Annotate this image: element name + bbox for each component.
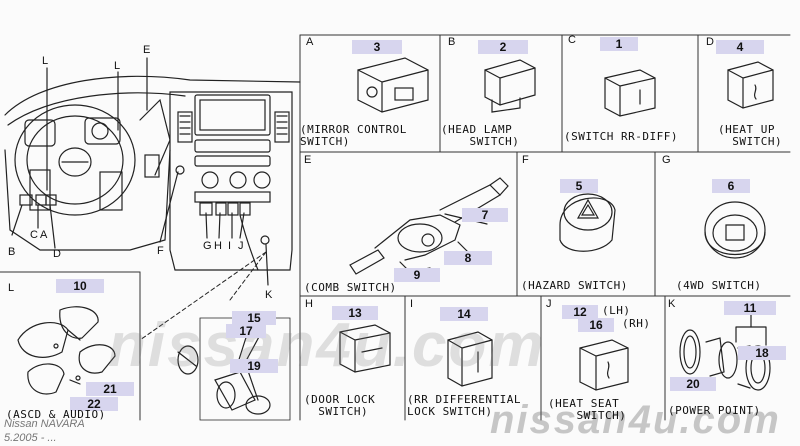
watermark: nissan4u.com (108, 311, 546, 380)
panel-f-caption: (HAZARD SWITCH) (521, 279, 628, 292)
part-number-22[interactable]: 22 (70, 397, 118, 411)
part-number-9[interactable]: 9 (394, 268, 440, 282)
panel-f-letter: F (522, 154, 529, 166)
dash-label-d: D (53, 248, 61, 260)
panel-e-caption: (COMB SWITCH) (304, 281, 397, 294)
part-number-12[interactable]: 12 (562, 305, 598, 319)
panel-j-letter: J (546, 298, 552, 310)
dash-label-l-1: L (42, 55, 49, 67)
dash-label-c: C (30, 229, 38, 241)
part-number-11[interactable]: 11 (724, 301, 776, 315)
part-number-1[interactable]: 1 (600, 37, 638, 51)
part-number-16[interactable]: 16 (578, 318, 614, 332)
door-lock-switch-drawing (339, 324, 391, 373)
panel-d-letter: D (706, 36, 714, 48)
part-number-5[interactable]: 5 (560, 179, 598, 193)
part-number-4[interactable]: 4 (716, 40, 764, 54)
part-number-10[interactable]: 10 (56, 279, 104, 293)
panel-j-rh: (RH) (622, 317, 651, 330)
ascd-audio-switch-drawing (17, 306, 116, 395)
panel-l-letter: L (8, 282, 15, 294)
part-number-13[interactable]: 13 (332, 306, 378, 320)
part-number-15[interactable]: 15 (232, 311, 276, 325)
panel-c-caption: (SWITCH RR-DIFF) (564, 130, 678, 143)
panel-c-letter: C (568, 34, 576, 46)
part-number-14[interactable]: 14 (440, 307, 488, 321)
panel-h-letter: H (305, 298, 313, 310)
part-number-18[interactable]: 18 (738, 346, 786, 360)
part-number-20[interactable]: 20 (670, 377, 716, 391)
power-point-drawing (679, 307, 771, 391)
switch-rr-diff-drawing (604, 69, 656, 117)
panel-j-lh: (LH) (602, 304, 631, 317)
dash-label-b: B (8, 246, 16, 258)
dash-label-k: K (265, 289, 273, 301)
dash-label-i: I (228, 240, 232, 252)
panel-g-caption: (4WD SWITCH) (676, 279, 762, 292)
mirror-control-switch-drawing (357, 57, 429, 113)
panel-g-letter: G (662, 154, 671, 166)
dash-label-f: F (157, 245, 164, 257)
panel-k-caption: (POWER POINT) (668, 404, 761, 417)
part-number-7[interactable]: 7 (462, 208, 508, 222)
part-number-21[interactable]: 21 (86, 382, 134, 396)
dash-label-h: H (214, 240, 222, 252)
dashboard-drawing (4, 57, 301, 286)
panel-i-letter: I (410, 298, 414, 310)
part-number-3[interactable]: 3 (352, 40, 402, 54)
head-lamp-switch-drawing (484, 59, 536, 113)
heat-seat-switch-drawing (579, 339, 629, 391)
panel-b-caption: (HEAD LAMP SWITCH) (441, 123, 520, 148)
dash-label-a: A (40, 229, 48, 241)
part-number-17[interactable]: 17 (226, 324, 266, 338)
panel-d-caption: (HEAT UP SWITCH) (718, 123, 783, 148)
panel-k-letter: K (668, 298, 676, 310)
panel-e-letter: E (304, 154, 312, 166)
part-number-2[interactable]: 2 (478, 40, 528, 54)
panel-h-caption: (DOOR LOCK SWITCH) (304, 393, 376, 418)
rr-differential-lock-switch-drawing (447, 331, 493, 387)
hazard-switch-drawing (559, 193, 616, 252)
dash-label-l-2: L (114, 60, 121, 72)
model-label: Nissan NAVARA (4, 418, 85, 430)
part-number-6[interactable]: 6 (712, 179, 750, 193)
part-number-8[interactable]: 8 (444, 251, 492, 265)
panel-j-caption: (HEAT SEAT SWITCH) (548, 397, 627, 422)
part-number-19[interactable]: 19 (230, 359, 278, 373)
dash-label-g: G (203, 240, 212, 252)
watermark-bottom: nissan4u.com (490, 398, 781, 442)
heat-up-switch-drawing (727, 61, 774, 109)
panel-a-caption: (MIRROR CONTROL SWITCH) (300, 123, 407, 148)
4wd-switch-drawing (704, 201, 766, 259)
panel-l-caption: (ASCD & AUDIO) (6, 408, 106, 421)
date-label: 5.2005 - ... (4, 432, 57, 444)
dash-label-j: J (238, 240, 244, 252)
panel-i-caption: (RR DIFFERENTIAL LOCK SWITCH) (407, 393, 521, 418)
panel-a-letter: A (306, 36, 314, 48)
panel-b-letter: B (448, 36, 456, 48)
dash-label-e: E (143, 44, 151, 56)
